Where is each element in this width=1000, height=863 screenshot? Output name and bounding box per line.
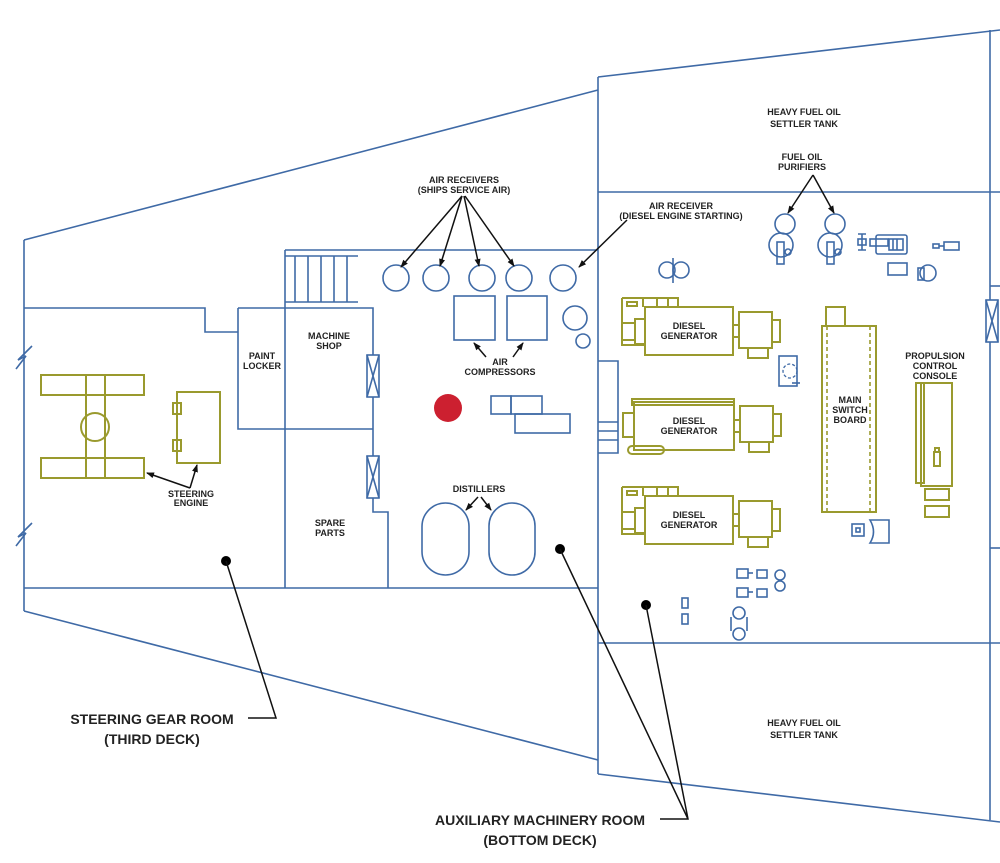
distillers [421, 502, 536, 576]
diesel-generator-2 [622, 398, 782, 455]
label-distillers: DISTILLERS [453, 484, 506, 494]
hull-structure [15, 29, 1000, 823]
label-air-receivers-service: AIR RECEIVERS(SHIPS SERVICE AIR) [418, 175, 511, 195]
small-panel-units [851, 519, 890, 544]
door-spare-parts [366, 455, 380, 499]
hull-forward-top [597, 29, 1000, 78]
break-mark-lower [15, 522, 33, 547]
small-pump [932, 241, 960, 251]
separator-unit [658, 258, 690, 283]
steering-engine [40, 374, 221, 479]
callout-steering-gear-room: STEERING GEAR ROOM(THIRD DECK) [70, 711, 233, 747]
fuel-oil-purifiers [768, 213, 846, 265]
hull-forward-bottom [597, 773, 1000, 823]
air-receivers-service [382, 264, 533, 292]
hull-aft-bottom [23, 610, 599, 761]
lube-oil-pump [778, 355, 800, 387]
small-tank-1 [562, 305, 588, 331]
paint-locker [237, 307, 389, 588]
break-mark-upper [15, 345, 33, 370]
diesel-generator-1 [621, 297, 781, 359]
main-switch-board [821, 306, 877, 513]
engine-room-ladder [598, 360, 619, 454]
small-pumps-cluster [681, 568, 786, 641]
small-tank-2 [575, 333, 591, 349]
purifier-pump-set [857, 233, 908, 255]
aux-equipment-block [490, 395, 571, 434]
air-compressors [453, 295, 548, 341]
label-air-receiver-starting: AIR RECEIVER(DIESEL ENGINE STARTING) [619, 201, 742, 221]
door-machine-shop [366, 354, 380, 398]
callout-auxiliary-machinery-room: AUXILIARY MACHINERY ROOM(BOTTOM DECK) [435, 812, 645, 848]
leader-lines [146, 174, 835, 820]
propulsion-control-console [915, 382, 953, 518]
pump-motor [917, 264, 937, 282]
red-marker [434, 394, 462, 422]
third-deck-top-line [24, 307, 238, 333]
diesel-generator-3 [621, 486, 781, 548]
hull-aft-top [23, 89, 599, 241]
small-cabinet [887, 262, 908, 276]
air-receiver-starting [549, 264, 577, 292]
stairs [285, 255, 358, 303]
